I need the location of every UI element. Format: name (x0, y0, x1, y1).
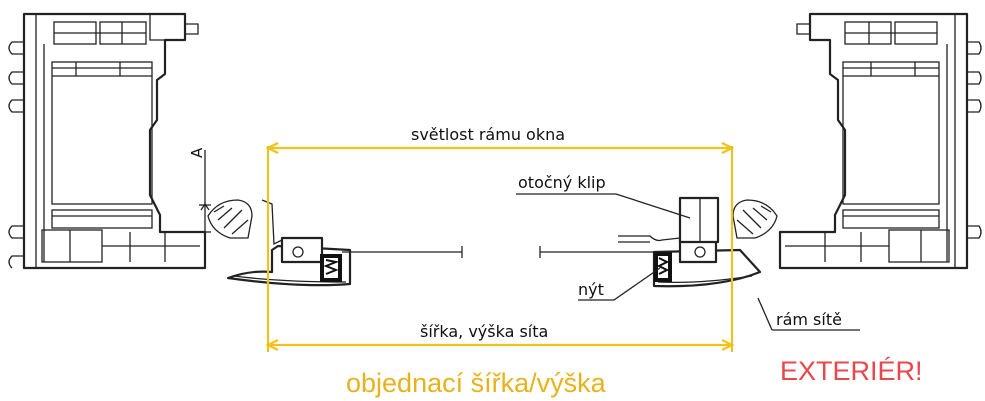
leader-lines (516, 193, 860, 331)
right-screen-frame (618, 196, 762, 288)
right-window-profile (732, 12, 982, 270)
screen-frame-label: rám sítě (776, 310, 842, 329)
clear-frame-width-label: světlost rámu okna (411, 125, 566, 144)
left-screen-frame (226, 199, 352, 287)
dimension-a-label: A (188, 147, 206, 158)
screen-mesh (342, 246, 656, 258)
order-width-height-label: objednací šířka/výška (346, 368, 606, 398)
yellow-dimension-box (265, 142, 735, 352)
rivet-label: nýt (578, 280, 604, 299)
left-window-profile (8, 12, 253, 270)
rotating-clip-label: otočný klip (518, 173, 606, 192)
exterior-label: EXTERIÉR! (780, 356, 923, 386)
screen-width-height-label: šířka, výška síta (420, 322, 549, 341)
